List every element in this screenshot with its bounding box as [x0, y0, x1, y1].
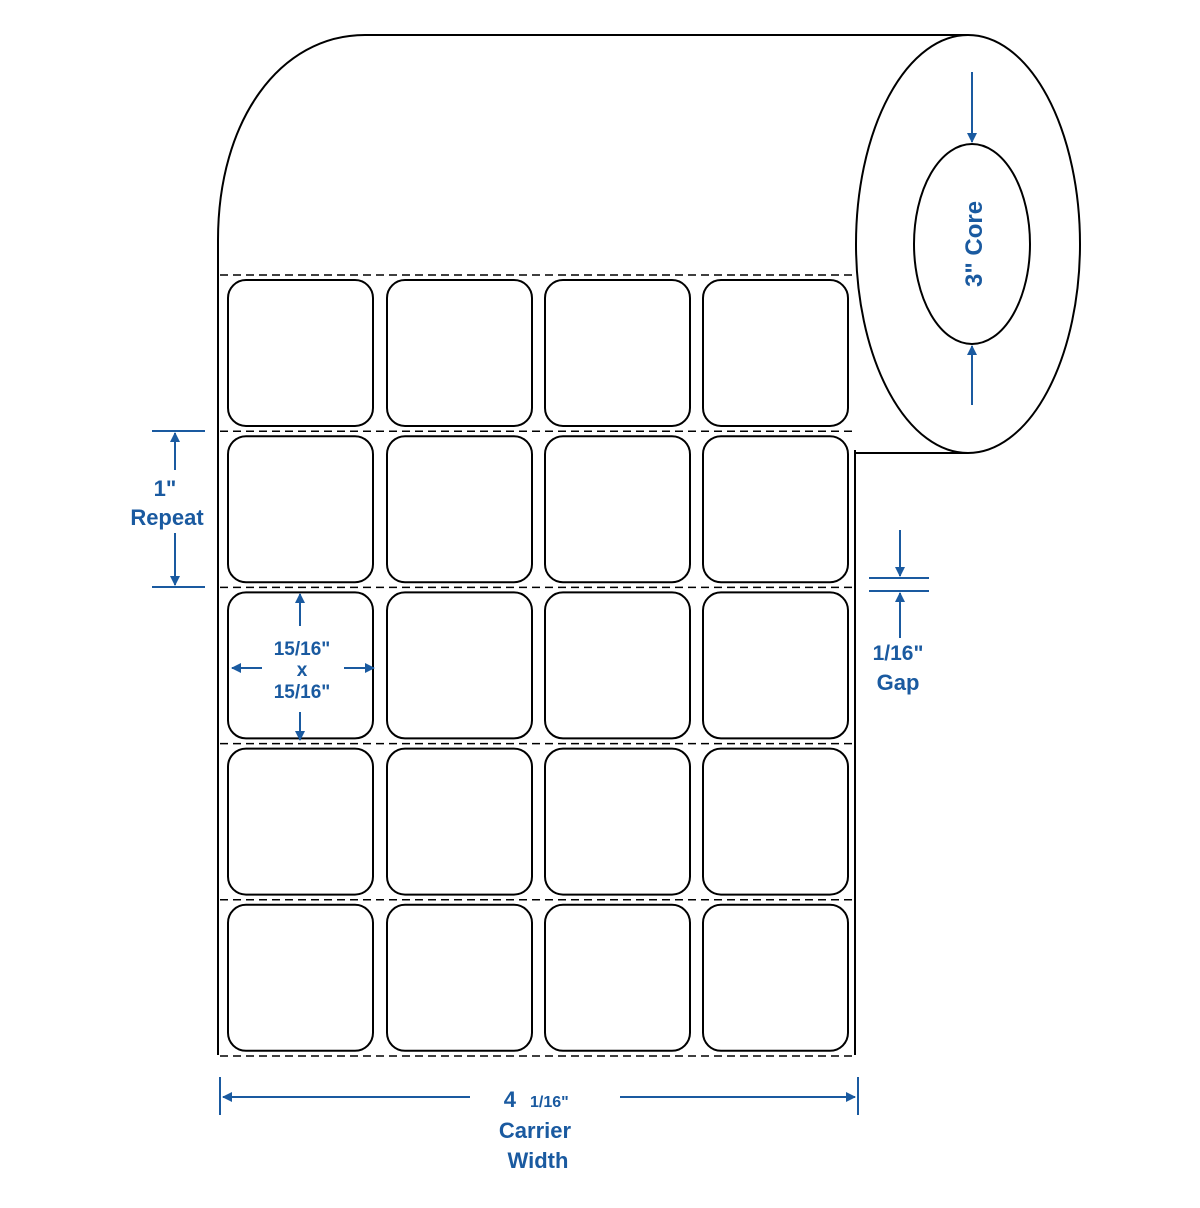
core-ellipse [913, 143, 1031, 345]
label [544, 435, 691, 584]
label-gaps [220, 274, 857, 1057]
label [386, 279, 533, 427]
label [386, 903, 533, 1052]
label [544, 279, 691, 427]
gap-value: 1/16" [873, 642, 924, 665]
gap-label: Gap [877, 670, 920, 695]
label-size-separator: x [297, 660, 308, 681]
dimension-lines [152, 72, 977, 1115]
carrier-label: Carrier [499, 1118, 572, 1143]
label [702, 435, 849, 584]
roll-outline [217, 34, 1081, 1055]
label [227, 435, 374, 584]
label [544, 903, 691, 1052]
repeat-label: Repeat [130, 505, 204, 530]
repeat-value: 1" [154, 476, 177, 501]
label-height: 15/16" [274, 682, 331, 703]
label [702, 279, 849, 427]
label [227, 279, 374, 427]
label [544, 591, 691, 740]
label [702, 903, 849, 1052]
carrier-width-fraction: 1/16" [530, 1094, 569, 1111]
label-width: 15/16" [274, 639, 331, 660]
carrier-width-whole: 4 [504, 1087, 517, 1112]
label [386, 435, 533, 584]
label [227, 747, 374, 896]
label [702, 747, 849, 896]
label [227, 903, 374, 1052]
label [702, 591, 849, 740]
label [386, 591, 533, 740]
width-label: Width [508, 1148, 569, 1173]
label-grid [227, 279, 849, 1052]
label [544, 747, 691, 896]
label [386, 747, 533, 896]
core-label: 3" Core [961, 201, 988, 287]
